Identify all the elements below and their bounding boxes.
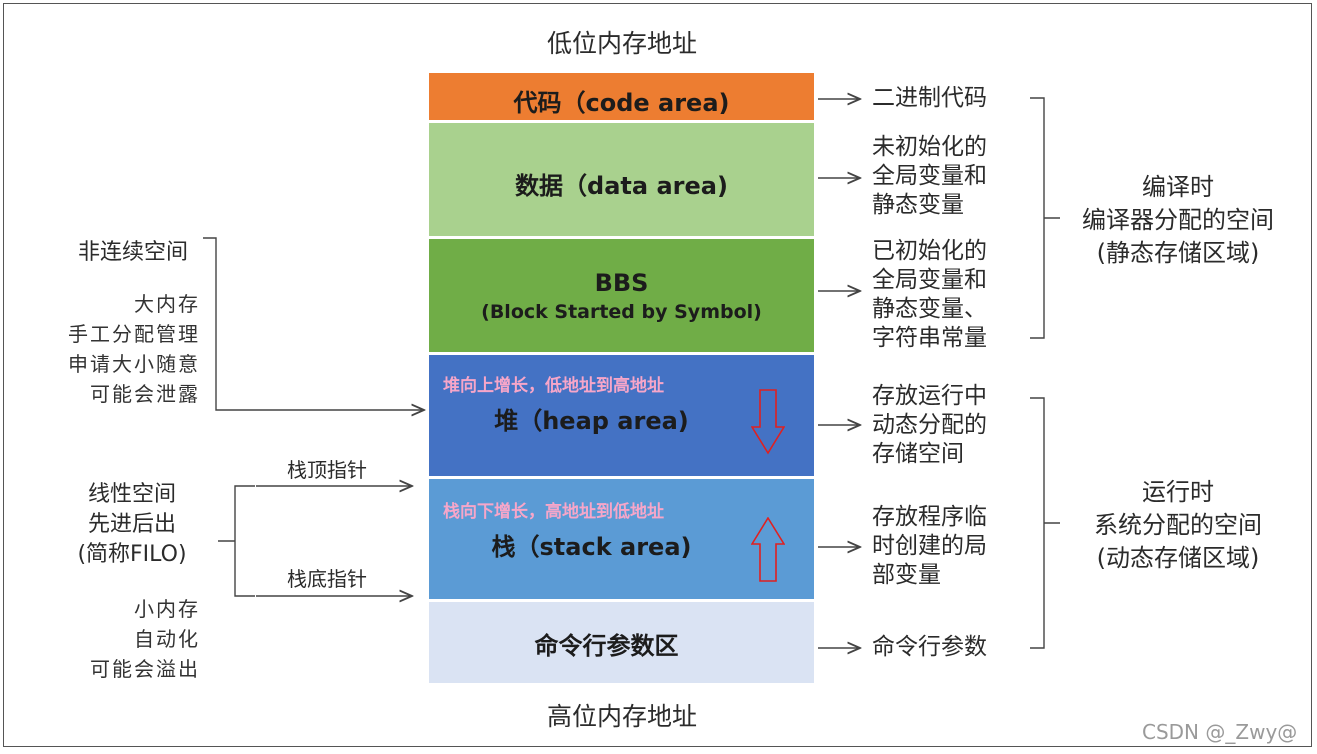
heap-note-line: 存放运行中 [872,383,987,409]
runtime-group-line: 系统分配的空间 [1094,511,1262,539]
heap-note-line: 动态分配的 [872,412,987,438]
stack-title-line: 先进后出 [87,512,176,537]
compile-bracket [1030,97,1060,339]
compile-group-line: 编译器分配的空间 [1082,206,1274,234]
stack-segment: 栈向下增长，高地址到低地址 栈（stack area) [429,479,814,602]
stack-space-title: 线性空间 先进后出 (简称FILO) [62,480,202,570]
heap-note-line: 存储空间 [872,441,964,467]
stack-desc-line: 可能会溢出 [90,657,200,681]
compile-time-group: 编译时 编译器分配的空间 (静态存储区域) [1063,171,1293,270]
bbs-note-line: 全局变量和 [872,267,987,293]
heap-segment: 堆向上增长，低地址到高地址 堆（heap area) [429,355,814,479]
code-segment: 代码（code area) [429,73,814,123]
stack-note: 存放程序临 时创建的局 部变量 [872,503,987,590]
heap-desc-line: 可能会泄露 [90,382,200,406]
bbs-note-line: 静态变量、 [872,296,987,322]
runtime-group-line: 运行时 [1142,478,1214,506]
stack-up-arrow-icon [751,517,785,582]
heap-description: 大内存 手工分配管理 申请大小随意 可能会泄露 [40,289,200,409]
code-note: 二进制代码 [872,84,987,113]
bbs-segment-label: BBS [594,269,649,297]
stack-top-pointer-label: 栈顶指针 [287,458,367,482]
runtime-group: 运行时 系统分配的空间 (动态存储区域) [1063,476,1293,575]
watermark: CSDN @_Zwy@ [1142,720,1298,744]
stack-note-line: 时创建的局 [872,533,987,559]
stack-desc-line: 小内存 [134,597,200,621]
stack-note-line: 存放程序临 [872,504,987,530]
stack-segment-label: 栈（stack area) [491,533,692,561]
bbs-segment-sublabel: (Block Started by Symbol) [481,301,762,323]
stack-description: 小内存 自动化 可能会溢出 [40,594,200,684]
runtime-bracket [1030,397,1060,649]
stack-left-bracket [218,485,255,597]
heap-desc-line: 手工分配管理 [68,322,200,346]
args-segment-label: 命令行参数区 [534,632,679,660]
code-note-line: 二进制代码 [872,85,987,111]
diagram-frame [3,3,1312,747]
data-note-line: 未初始化的 [872,134,987,160]
heap-desc-line: 大内存 [134,292,200,316]
bbs-segment: BBS (Block Started by Symbol) [429,239,814,355]
runtime-group-line: (动态存储区域) [1096,544,1260,572]
heap-desc-line: 申请大小随意 [68,352,200,376]
bbs-note: 已初始化的 全局变量和 静态变量、 字符串常量 [872,237,987,353]
args-note: 命令行参数 [872,633,987,662]
stack-title-line: (简称FILO) [77,542,187,567]
stack-title-line: 线性空间 [87,482,176,507]
bbs-note-line: 字符串常量 [872,325,987,351]
low-address-label: 低位内存地址 [546,29,697,58]
heap-note: 存放运行中 动态分配的 存储空间 [872,382,987,469]
heap-space-title: 非连续空间 [78,240,189,265]
stack-growth-note: 栈向下增长，高地址到低地址 [443,502,664,522]
stack-bottom-pointer-label: 栈底指针 [287,567,367,591]
compile-group-line: 编译时 [1142,173,1214,201]
data-note-line: 全局变量和 [872,163,987,189]
data-segment: 数据（data area) [429,123,814,239]
stack-note-line: 部变量 [872,562,941,588]
stack-desc-line: 自动化 [134,627,200,651]
high-address-label: 高位内存地址 [546,702,697,731]
data-note-line: 静态变量 [872,192,964,218]
code-segment-label: 代码（code area) [513,89,730,117]
bbs-note-line: 已初始化的 [872,238,987,264]
heap-segment-label: 堆（heap area) [494,407,689,435]
heap-down-arrow-icon [751,389,785,455]
args-note-line: 命令行参数 [872,634,987,660]
heap-growth-note: 堆向上增长，低地址到高地址 [443,376,664,396]
data-segment-label: 数据（data area) [515,172,728,200]
data-note: 未初始化的 全局变量和 静态变量 [872,133,987,220]
compile-group-line: (静态存储区域) [1096,239,1260,267]
heap-left-connector [203,237,424,410]
args-segment: 命令行参数区 [429,602,814,683]
